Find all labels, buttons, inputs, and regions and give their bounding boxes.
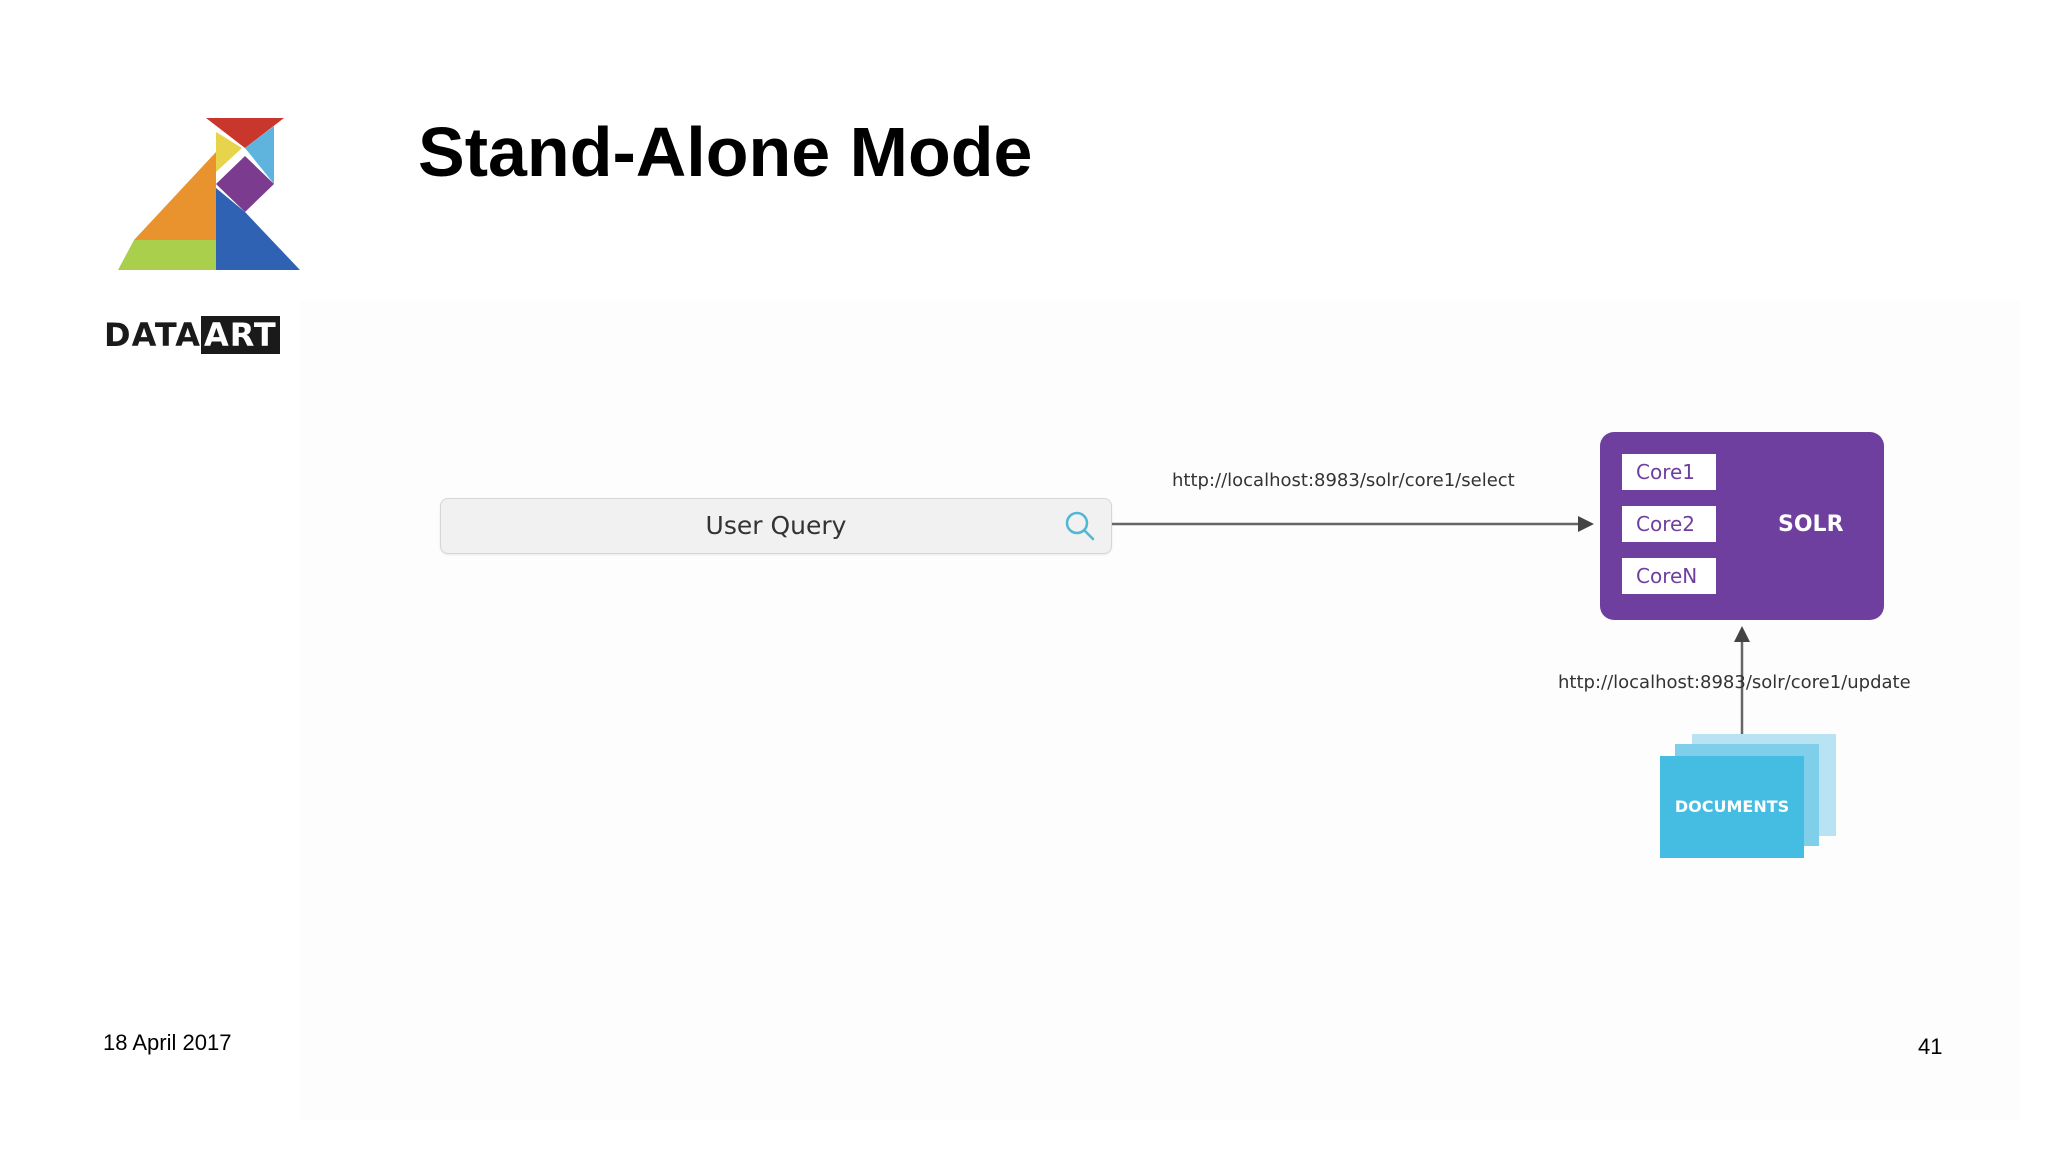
select-url-label: http://localhost:8983/solr/core1/select [1172,470,1515,491]
wordmark-art: ART [200,316,280,354]
wordmark-data: DATA [104,316,201,354]
update-arrow-head [1734,626,1750,642]
logo-lightblue-triangle [245,126,274,184]
logo-green-parallelogram [118,240,216,270]
core-box-2: Core2 [1622,506,1716,542]
document-card-front [1660,756,1804,858]
user-query-search-bar: User Query [440,498,1112,554]
core-box-1: Core1 [1622,454,1716,490]
slide-title: Stand-Alone Mode [418,113,1033,191]
update-url-label: http://localhost:8983/solr/core1/update [1558,672,1911,693]
logo-yellow-triangle [216,132,242,172]
logo-orange-triangle [134,152,216,240]
solr-server-box: Core1 Core2 CoreN SOLR [1600,432,1884,620]
logo-purple-square [216,156,274,212]
solr-label: SOLR [1778,512,1844,537]
logo-red-triangle [206,118,284,148]
core-box-n: CoreN [1622,558,1716,594]
documents-label: DOCUMENTS [1674,797,1790,816]
documents-stack: DOCUMENTS [1658,734,1838,860]
dataart-logo [118,118,300,270]
select-arrow-head [1578,516,1594,532]
logo-blue-shape [216,188,300,270]
footer-date: 18 April 2017 [103,1030,232,1055]
page-number: 41 [1918,1034,1943,1059]
dataart-wordmark: DATAART [104,316,280,354]
search-icon [1065,511,1095,541]
user-query-label: User Query [705,511,847,540]
